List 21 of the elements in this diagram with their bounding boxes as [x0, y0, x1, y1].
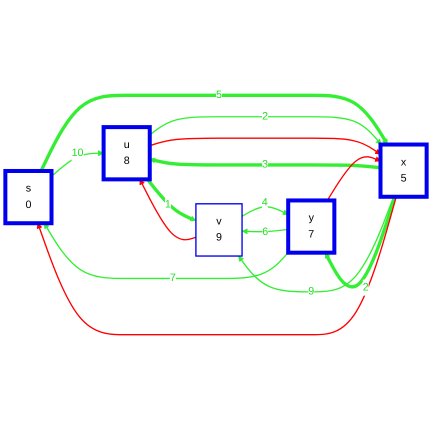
edge-label: 6: [262, 226, 268, 238]
arrow: [242, 206, 288, 216]
edge-label: 2: [362, 281, 369, 293]
edge-label: 7: [170, 272, 176, 284]
edge-label: 1: [164, 198, 171, 210]
arrow: [140, 178, 196, 240]
node-box: y 7: [286, 198, 336, 254]
arrow: [326, 156, 381, 200]
node-box: u 8: [102, 124, 152, 181]
node-box: s 0: [3, 168, 54, 225]
node-box: x 5: [378, 142, 429, 198]
arrow: [238, 196, 394, 292]
edge-label: 9: [308, 285, 314, 297]
edge-label: 2: [262, 110, 268, 122]
node-box: v 9: [195, 202, 243, 256]
arrow: [149, 157, 381, 169]
arrow: [36, 196, 397, 335]
edge-label: 3: [262, 158, 268, 170]
edge-label: 5: [216, 88, 222, 100]
edge-label: 4: [262, 196, 268, 208]
edge-label: 10: [72, 146, 84, 158]
